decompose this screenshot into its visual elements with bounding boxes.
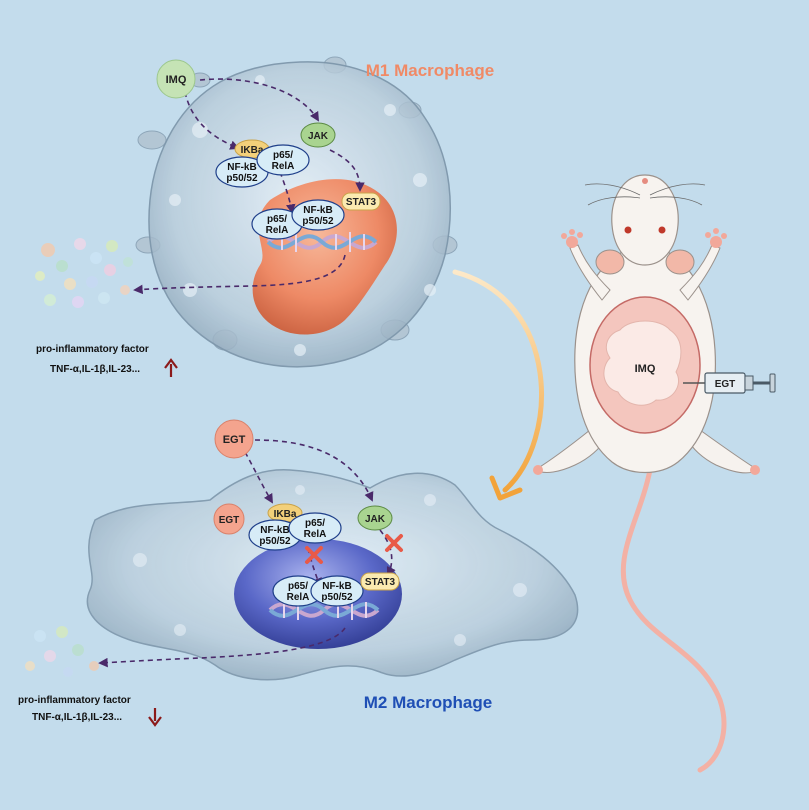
m1-nfkb-cyto-label-a: NF-kB	[227, 162, 256, 173]
m1-p65-cyto: p65/ RelA	[256, 144, 310, 176]
m2-egt-small-node: EGT	[213, 503, 245, 535]
mouse-eye-left	[624, 226, 632, 234]
m2-jak-label: JAK	[365, 514, 386, 525]
m2-membrane-bubbles	[133, 485, 527, 646]
m1-nfkb-cyto: NF-kB p50/52	[215, 156, 269, 188]
m2-nfkb-cyto-label-a: NF-kB	[260, 525, 289, 536]
m2-nfkb-nuc-label-a: NF-kB	[322, 581, 351, 592]
m2-title: M2 Macrophage	[364, 693, 492, 712]
mouse-tail	[620, 467, 727, 773]
m2-stat3-label: STAT3	[365, 577, 396, 588]
mouse-whiskers	[584, 183, 706, 206]
m1-imq-label: IMQ	[166, 74, 187, 86]
m2-down-arrow-icon	[148, 708, 162, 727]
m2-block-cross-nfkb-icon	[305, 546, 323, 564]
m2-cytokine-particles	[25, 626, 99, 677]
mouse-hind-leg-right	[687, 429, 759, 474]
m1-imq-node: IMQ	[156, 59, 196, 99]
m2-p65-nuc-label-b: RelA	[287, 592, 310, 603]
mouse-paws	[533, 228, 760, 475]
m2-ikba-label: IKBa	[274, 509, 297, 520]
m1-membrane-bubbles	[169, 75, 436, 356]
m2-nfkb-nuc-label-b: p50/52	[321, 592, 353, 603]
m1-p65-cyto-label-a: p65/	[273, 150, 293, 161]
mouse-lesion	[603, 320, 682, 406]
m1-jak-node: JAK	[300, 122, 336, 148]
m1-nfkb-nuc-label-b: p50/52	[302, 216, 334, 227]
mouse-arm-right	[679, 244, 721, 301]
m2-p65-nuc-label-a: p65/	[288, 581, 308, 592]
m1-nfkb-nuc: NF-kB p50/52	[291, 199, 345, 231]
m1-up-arrow-icon	[164, 358, 178, 377]
transition-arrow	[452, 269, 544, 501]
m2-factor-label: pro-inflammatory factor	[18, 695, 131, 706]
m2-p65-cyto-label-b: RelA	[304, 529, 327, 540]
m2-nfkb-cyto-label-b: p50/52	[259, 536, 291, 547]
m2-block-cross-jak-icon	[385, 534, 403, 552]
m2-egt-small-label: EGT	[219, 515, 240, 526]
mouse-head	[611, 174, 679, 266]
m1-p65-nuc-label-a: p65/	[267, 214, 287, 225]
syringe-egt-label: EGT	[715, 379, 736, 390]
m1-nfkb-nuc-label-a: NF-kB	[303, 205, 332, 216]
m1-factor-label: pro-inflammatory factor	[36, 344, 149, 355]
m1-title: M1 Macrophage	[366, 61, 494, 80]
m1-stat3-node: STAT3	[341, 192, 381, 211]
mouse-nose	[642, 178, 648, 184]
mouse-ear-left	[595, 249, 625, 275]
m2-egt-label: EGT	[223, 434, 246, 446]
m2-p65-cyto-label-a: p65/	[305, 518, 325, 529]
m1-jak-label: JAK	[308, 131, 329, 142]
m1-p65-cyto-label-b: RelA	[272, 161, 295, 172]
m2-macrophage	[86, 469, 579, 681]
mouse-illustration: IMQ EGT	[533, 174, 776, 773]
m1-nfkb-cyto-label-b: p50/52	[226, 173, 258, 184]
m2-nfkb-nuc: NF-kB p50/52	[310, 575, 364, 607]
mouse-ear-right	[665, 249, 695, 275]
mouse-arm-left	[569, 244, 611, 301]
m2-stat3-node: STAT3	[360, 572, 400, 591]
m1-cytokine-particles	[35, 238, 133, 308]
m2-egt-node: EGT	[214, 419, 254, 459]
mouse-eye-right	[658, 226, 666, 234]
m2-factor-list: TNF-α,IL-1β,IL-23...	[32, 712, 122, 723]
m2-jak-node: JAK	[357, 505, 393, 531]
m2-p65-cyto: p65/ RelA	[288, 512, 342, 544]
syringe-icon: EGT	[683, 372, 776, 394]
m1-ikba-label: IKBa	[241, 145, 264, 156]
mouse-hind-leg-left	[533, 429, 606, 473]
m1-factor-list: TNF-α,IL-1β,IL-23...	[50, 364, 140, 375]
m1-stat3-label: STAT3	[346, 197, 377, 208]
m1-p65-nuc-label-b: RelA	[266, 225, 289, 236]
mouse-imq-label: IMQ	[635, 363, 656, 375]
